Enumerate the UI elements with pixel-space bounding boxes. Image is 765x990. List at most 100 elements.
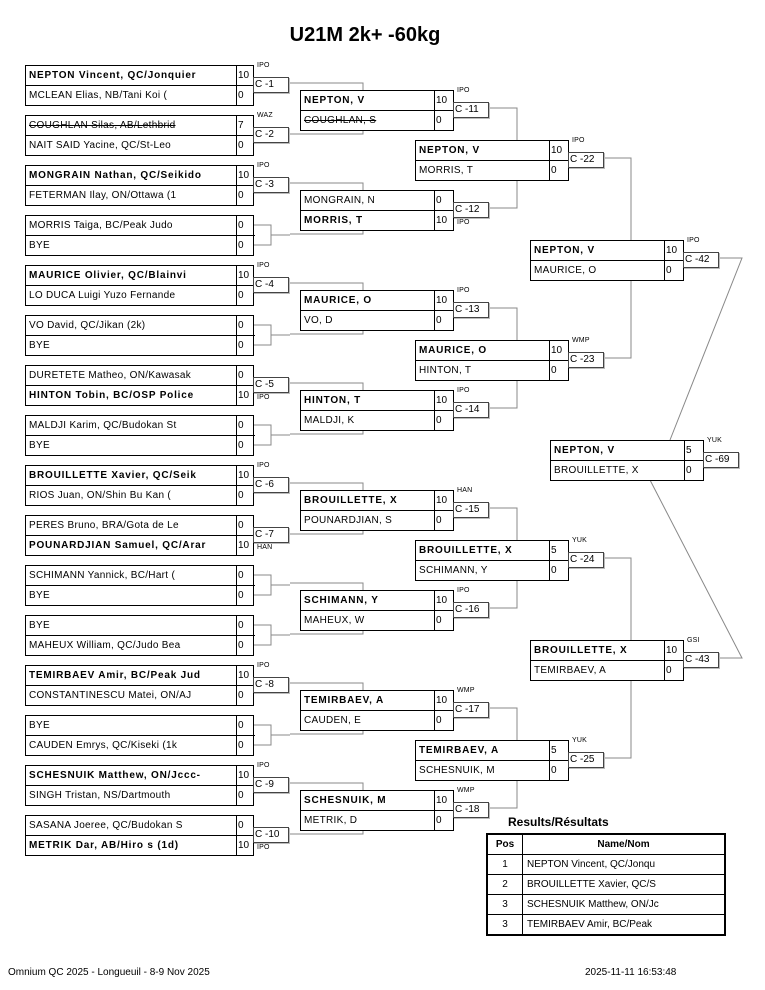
- competitor-name-text: BYE: [29, 440, 50, 451]
- competitor-score: 0: [236, 416, 255, 435]
- match-number[interactable]: C -25: [568, 752, 604, 768]
- competitor-score: 10: [236, 666, 255, 685]
- competitor-row[interactable]: SCHIMANN Yannick, BC/Hart (0: [26, 566, 255, 586]
- competitor-name: NEPTON, V: [416, 141, 549, 160]
- competitor-name-text: NEPTON, V: [419, 145, 480, 156]
- match-number[interactable]: C -12: [453, 202, 489, 218]
- match-number[interactable]: C -14: [453, 402, 489, 418]
- match-number[interactable]: C -13: [453, 302, 489, 318]
- match-number[interactable]: C -18: [453, 802, 489, 818]
- match-number[interactable]: C -7: [253, 527, 289, 543]
- match-number[interactable]: C -4: [253, 277, 289, 293]
- competitor-name: HINTON, T: [416, 361, 549, 381]
- match-number[interactable]: C -23: [568, 352, 604, 368]
- competitor-score: 10: [236, 766, 255, 785]
- competitor-row[interactable]: VO David, QC/Jikan (2k)0: [26, 316, 255, 336]
- match-number[interactable]: C -43: [683, 652, 719, 668]
- bye-connector: [253, 424, 272, 446]
- connector-line: [290, 230, 364, 235]
- match-number[interactable]: C -69: [703, 452, 739, 468]
- match-number[interactable]: C -15: [453, 502, 489, 518]
- match-number[interactable]: C -8: [253, 677, 289, 693]
- match-number[interactable]: C -10: [253, 827, 289, 843]
- match-number[interactable]: C -6: [253, 477, 289, 493]
- competitor-row[interactable]: METRIK Dar, AB/Hiro s (1d)10: [26, 836, 255, 856]
- competitor-name-text: BYE: [29, 340, 50, 351]
- match-number[interactable]: C -11: [453, 102, 489, 118]
- match-number[interactable]: C -42: [683, 252, 719, 268]
- match-number[interactable]: C -24: [568, 552, 604, 568]
- match-number[interactable]: C -9: [253, 777, 289, 793]
- match-number[interactable]: C -17: [453, 702, 489, 718]
- competitor-row[interactable]: MCLEAN Elias, NB/Tani Koi (0: [26, 86, 255, 106]
- match-number[interactable]: C -3: [253, 177, 289, 193]
- match-number[interactable]: C -1: [253, 77, 289, 93]
- match-number[interactable]: C -2: [253, 127, 289, 143]
- match-number[interactable]: C -22: [568, 152, 604, 168]
- competitor-name: CAUDEN Emrys, QC/Kiseki (1k: [26, 736, 236, 756]
- match-number[interactable]: C -5: [253, 377, 289, 393]
- results-header: Pos Name/Nom: [486, 833, 726, 855]
- competitor-row[interactable]: SCHESNUIK Matthew, ON/Jccc-10: [26, 766, 255, 786]
- match-number[interactable]: C -16: [453, 602, 489, 618]
- competitor-row[interactable]: RIOS Juan, ON/Shin Bu Kan (0: [26, 486, 255, 506]
